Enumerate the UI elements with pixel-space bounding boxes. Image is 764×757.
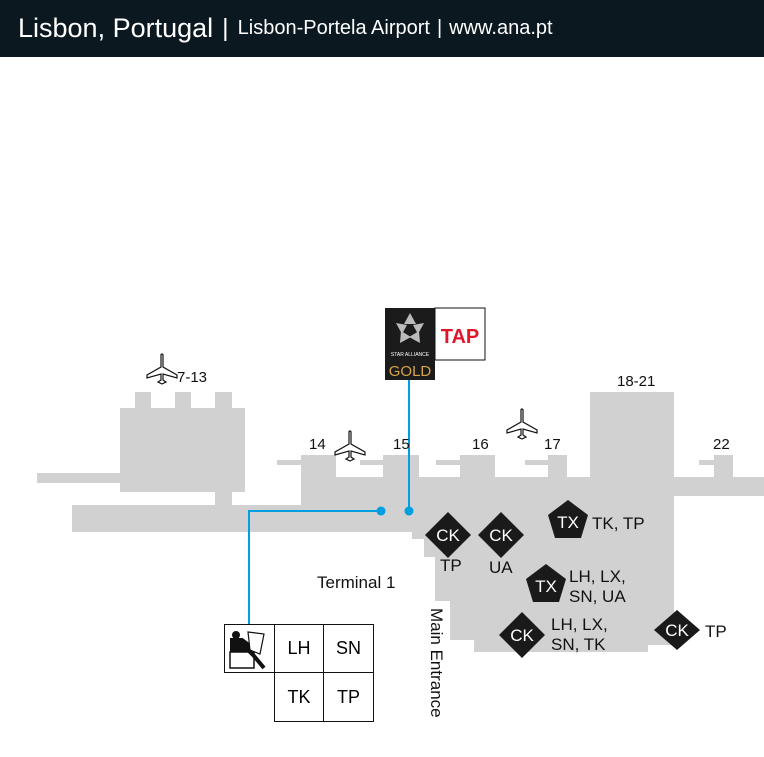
transfer-marker — [526, 564, 566, 602]
svg-text:CK: CK — [436, 526, 460, 545]
lounge-airline-cell: SN — [323, 624, 374, 673]
star-alliance-star-icon — [396, 313, 424, 343]
marker-shapes — [425, 500, 700, 658]
check-in-marker — [478, 512, 524, 558]
marker-airlines: TP — [705, 622, 727, 641]
route-line — [248, 380, 410, 625]
marker-airlines: TK, TP — [592, 514, 645, 533]
gate-label-16: 16 — [472, 436, 489, 453]
lounge-airline-cell: TP — [323, 672, 374, 722]
marker-airlines: LH, LX, — [569, 567, 626, 586]
route-dot — [404, 506, 414, 516]
gate-label-14: 14 — [309, 436, 326, 453]
main-entrance-label: Main Entrance — [427, 608, 446, 718]
gate-label-7-13: 7-13 — [177, 369, 208, 386]
transfer-marker — [548, 500, 588, 538]
svg-text:TX: TX — [557, 513, 579, 532]
gate-label-17: 17 — [544, 436, 561, 453]
city-title: Lisbon, Portugal — [18, 13, 214, 43]
terminal-building — [37, 392, 764, 652]
separator: | — [222, 14, 229, 42]
tap-logo: TAP — [441, 326, 480, 348]
marker-airlines: TP — [440, 556, 462, 575]
check-in-marker — [425, 512, 471, 558]
terminal-label: Terminal 1 — [317, 573, 396, 592]
header-bar: Lisbon, Portugal | Lisbon-Portela Airpor… — [0, 0, 764, 57]
gate-label-18-21: 18-21 — [617, 373, 656, 390]
route-dot — [376, 506, 386, 516]
marker-codes: CK CK TX TX CK CK — [436, 513, 689, 645]
svg-text:TX: TX — [535, 577, 557, 596]
svg-text:CK: CK — [510, 626, 534, 645]
separator: | — [436, 17, 443, 39]
check-in-marker — [654, 610, 700, 650]
airplane-icon — [146, 353, 538, 462]
gate-label-15: 15 — [393, 436, 410, 453]
lounge-airline-cell: TK — [274, 672, 324, 722]
star-alliance-text: STAR ALLIANCE — [391, 352, 430, 358]
svg-text:CK: CK — [665, 621, 689, 640]
tap-logo-box — [434, 307, 486, 361]
gold-text: GOLD — [389, 363, 432, 380]
marker-airlines: SN, TK — [551, 635, 606, 654]
lounge-reading-icon — [224, 624, 275, 673]
check-in-marker — [499, 612, 545, 658]
lounge-airline-cell: LH — [274, 624, 324, 673]
marker-airlines: SN, UA — [569, 587, 626, 606]
marker-airlines: LH, LX, — [551, 615, 608, 634]
svg-text:CK: CK — [489, 526, 513, 545]
gold-badge — [385, 360, 435, 380]
airport-name: Lisbon-Portela Airport — [237, 17, 430, 39]
gate-label-22: 22 — [713, 436, 730, 453]
marker-airlines: UA — [489, 558, 513, 577]
website-link[interactable]: www.ana.pt — [449, 17, 553, 39]
